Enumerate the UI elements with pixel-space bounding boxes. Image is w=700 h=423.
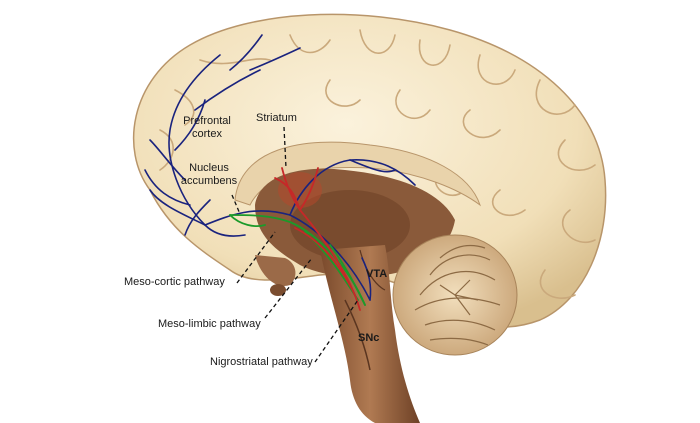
vta-label: VTA (366, 268, 388, 280)
nucleus-accumbens-label: Nucleus accumbens (176, 162, 242, 188)
prefrontal-label-line1: Prefrontal (183, 115, 231, 127)
brainstem (320, 245, 420, 423)
meso-limbic-pathway-label: Meso-limbic pathway (158, 318, 261, 330)
snc-label: SNc (358, 332, 380, 344)
prefrontal-cortex-label: Prefrontal cortex (176, 115, 238, 141)
nigrostriatal-pathway-label: Nigrostriatal pathway (210, 356, 313, 368)
nigrostriatal-pathway-lines (274, 167, 361, 311)
cerebellum (392, 234, 518, 356)
mesocortical-pathway-lines (144, 34, 416, 301)
meso-cortic-pathway-label: Meso-cortic pathway (124, 276, 225, 288)
nucleus-label-line1: Nucleus (189, 162, 229, 174)
striatum-label: Striatum (256, 112, 297, 124)
nucleus-label-line2: accumbens (180, 175, 238, 187)
prefrontal-label-line2: cortex (192, 128, 222, 140)
